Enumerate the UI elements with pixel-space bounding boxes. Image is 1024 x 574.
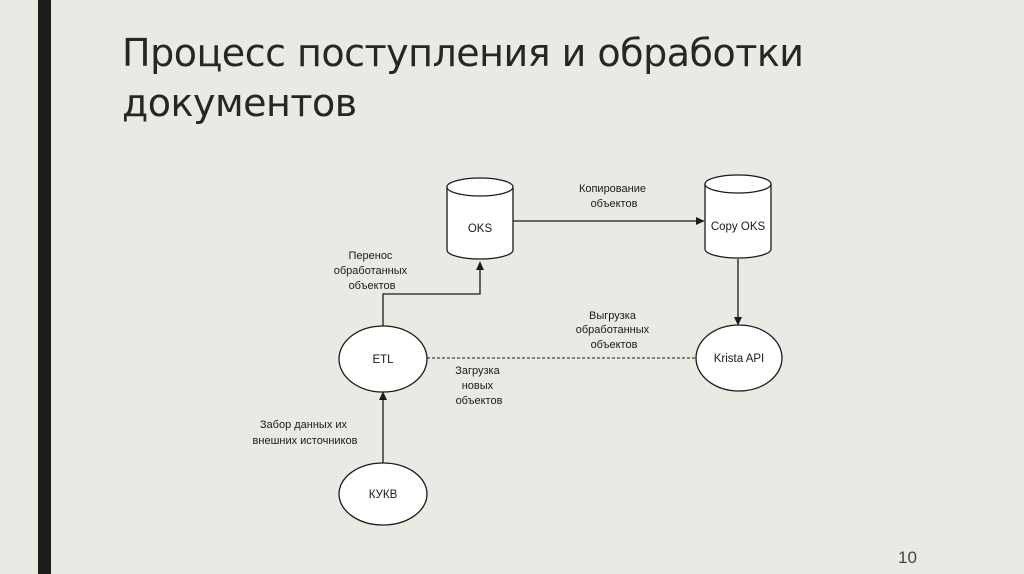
left-accent-bar — [38, 0, 51, 574]
node-etl: ETL — [338, 325, 428, 393]
edge-label-copy-objects: Копирование объектов — [579, 183, 649, 210]
edge-label-transfer-processed: Перенос обработанных объектов — [334, 250, 410, 292]
node-label-kukv: КУКВ — [369, 489, 398, 501]
node-oks: OKS — [446, 177, 514, 260]
edge-label-load-new: Загрузка новых объектов — [455, 365, 503, 407]
edge-dashed-sync: Выгрузка обработанных объектов Загрузка … — [427, 310, 696, 407]
slide-title: Процесс поступления и обработки документ… — [122, 31, 804, 125]
node-krista-api: Krista API — [695, 324, 783, 392]
edge-fetch-external: Забор данных их внешних источников — [253, 391, 387, 463]
node-label-etl: ETL — [372, 354, 394, 366]
node-label-krista-api: Krista API — [714, 353, 765, 365]
node-kukv: КУКВ — [338, 462, 428, 526]
node-label-copy-oks: Copy OKS — [711, 221, 766, 233]
edge-label-fetch-external: Забор данных их внешних источников — [253, 419, 358, 447]
edge-label-unload-processed: Выгрузка обработанных объектов — [576, 310, 652, 351]
edge-transfer-processed: Перенос обработанных объектов — [334, 250, 484, 326]
page-number: 10 — [898, 548, 917, 567]
edge-copy-objects: Копирование объектов — [513, 183, 705, 225]
node-label-oks: OKS — [468, 223, 493, 235]
node-copy-oks: Copy OKS — [704, 174, 772, 259]
